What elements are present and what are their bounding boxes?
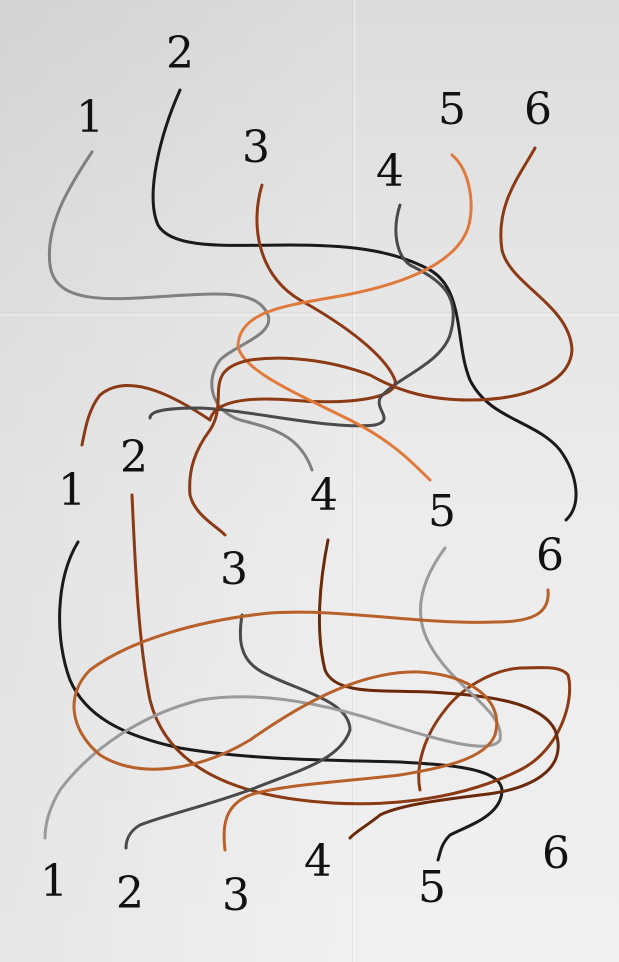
top-label-2: 2 — [166, 28, 194, 79]
wire-mid5-bot1 — [43, 546, 502, 840]
wire-top3-mid1 — [80, 183, 397, 447]
wire-top5-mid3 — [236, 153, 473, 482]
bottom-label-4: 4 — [304, 836, 332, 887]
top-label-3: 3 — [242, 122, 270, 173]
wire-mid1-bot5 — [58, 540, 504, 862]
wire-mid3-bot2 — [124, 613, 352, 850]
wire-top2-mid6 — [151, 88, 578, 522]
wire-mid2-bot6 — [130, 493, 572, 806]
wire-top1-mid5 — [47, 150, 314, 472]
horizontal-fold-line — [0, 312, 619, 318]
middle-label-3: 3 — [220, 544, 248, 595]
wire-mid4-bot4 — [317, 538, 560, 840]
paper-shade — [0, 0, 352, 962]
bottom-label-1: 1 — [40, 856, 68, 907]
top-label-6: 6 — [524, 84, 552, 135]
bottom-label-5: 5 — [418, 862, 446, 913]
middle-label-4: 4 — [310, 470, 338, 521]
top-label-4: 4 — [376, 146, 404, 197]
vertical-fold-line — [352, 0, 357, 962]
bottom-label-3: 3 — [222, 870, 250, 921]
middle-label-5: 5 — [428, 486, 456, 537]
bottom-label-6: 6 — [542, 828, 570, 879]
bottom-label-2: 2 — [116, 868, 144, 919]
wire-top4-mid2 — [148, 203, 455, 428]
top-label-5: 5 — [438, 84, 466, 135]
middle-label-2: 2 — [120, 432, 148, 483]
wire-top6-mid4 — [188, 146, 574, 537]
middle-label-1: 1 — [58, 465, 86, 516]
wire-mid6-bot3 — [72, 588, 550, 852]
top-label-1: 1 — [76, 92, 104, 143]
middle-label-6: 6 — [536, 530, 564, 581]
